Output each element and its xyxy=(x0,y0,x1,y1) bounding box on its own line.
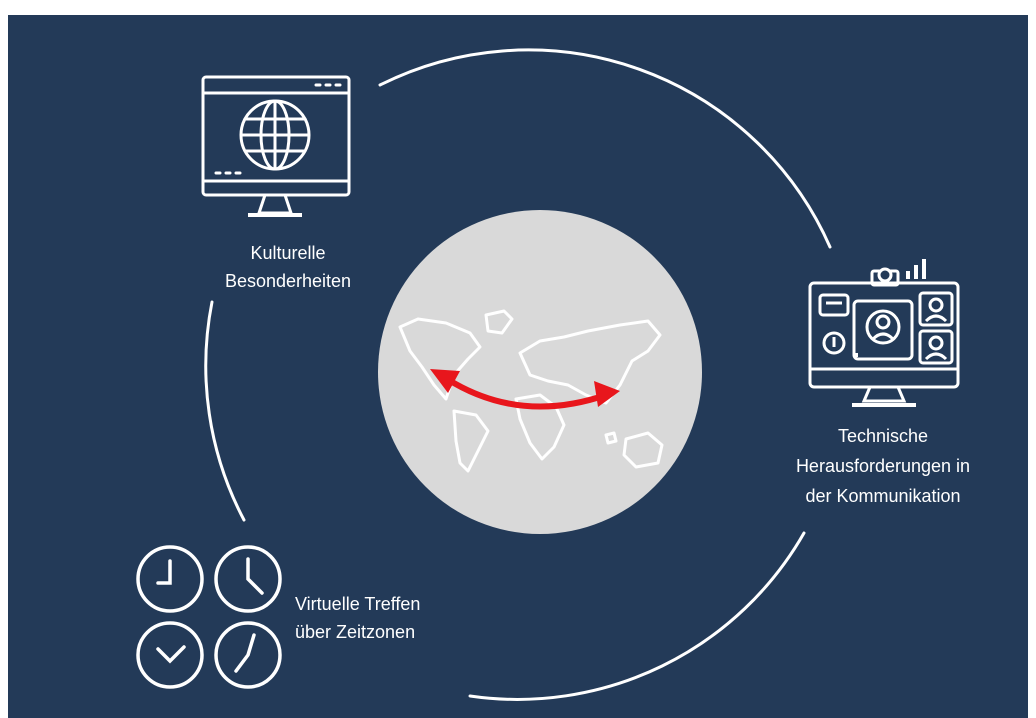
clock-icon-2 xyxy=(214,545,282,613)
ring-arc-left xyxy=(204,300,246,522)
clock-icon-1 xyxy=(136,545,204,613)
ring-arc-bottom-right xyxy=(468,531,806,701)
world-map-icon xyxy=(398,309,664,473)
timezone-meetings-label: Virtuelle Treffen über Zeitzonen xyxy=(295,594,421,642)
exchange-arrow xyxy=(430,369,620,410)
monitor-globe-icon xyxy=(201,75,351,217)
clock-icon-3 xyxy=(136,621,204,689)
center-world-map xyxy=(378,210,702,534)
diagram-graphics xyxy=(136,48,960,701)
cultural-differences-label: Kulturelle Besonderheiten xyxy=(224,243,352,291)
diagram-canvas: Kulturelle Besonderheiten Technische Her… xyxy=(8,15,1028,718)
clock-icon-4 xyxy=(214,621,282,689)
video-conference-monitor-icon xyxy=(808,259,960,407)
ring-arc-top-right xyxy=(378,48,832,249)
technical-challenges-label: Technische Herausforderungen in der Komm… xyxy=(795,426,971,506)
four-clocks-icon xyxy=(136,545,282,689)
cycle-ring xyxy=(204,48,832,701)
